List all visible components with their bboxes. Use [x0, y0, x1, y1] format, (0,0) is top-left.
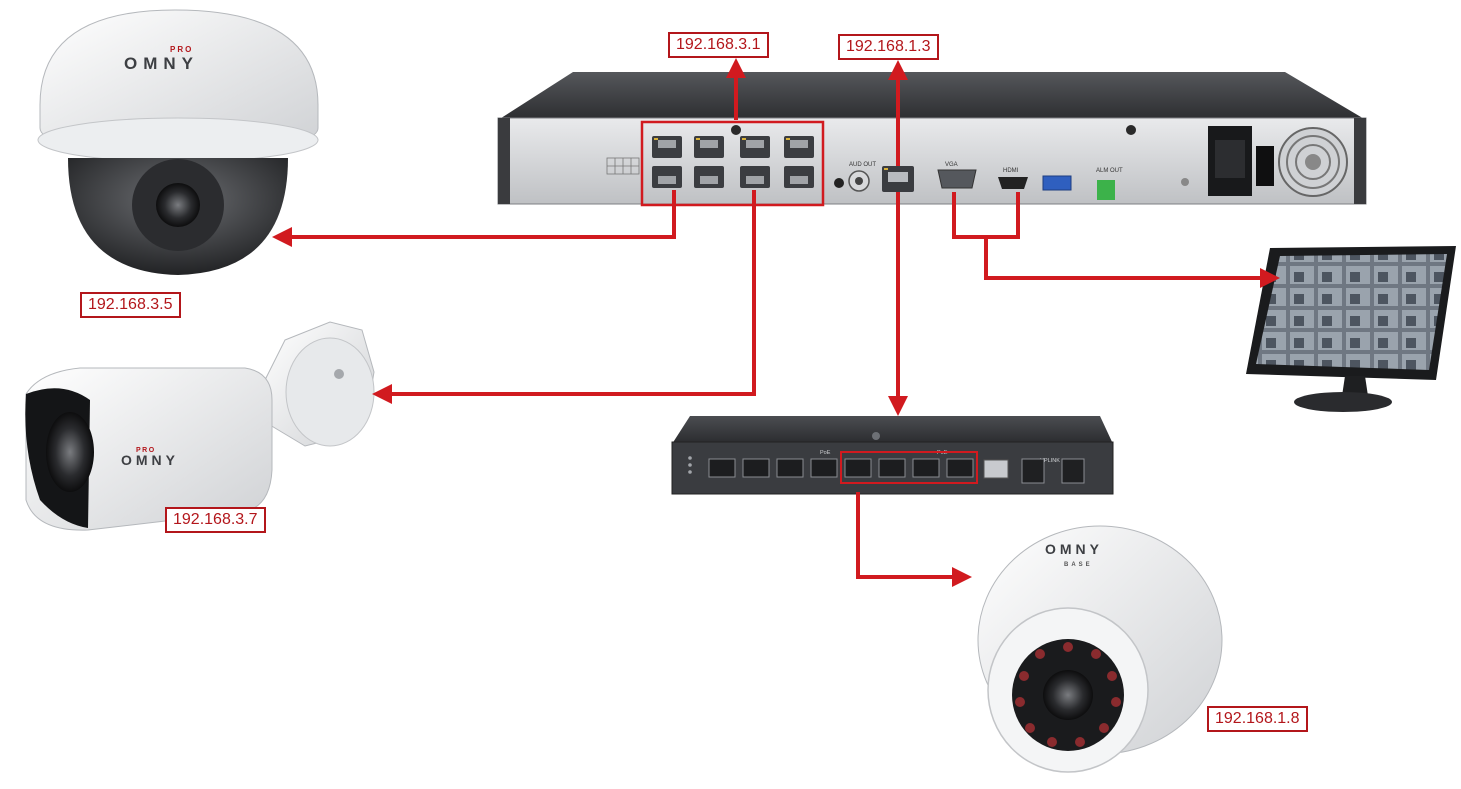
bullet-lens	[46, 412, 94, 492]
dome-brand-logo: OMNY	[124, 54, 199, 73]
alarm-out-terminal	[1097, 180, 1115, 200]
monitor-neck	[1342, 376, 1368, 396]
ip-label-dome-camera: 192.168.3.5	[80, 292, 181, 318]
poe-switch: PoE PoE UPLINK	[671, 416, 1114, 495]
turret-brand-sub: BASE	[1064, 562, 1093, 568]
bullet-brand-logo: OMNY	[121, 452, 179, 468]
link-switch-to-turret	[856, 492, 972, 587]
switch-port	[742, 458, 770, 478]
hdmi-label: HDMI	[1003, 168, 1019, 174]
nvr-recorder: AUD OUT VGA HDMI ALM OUT	[497, 72, 1367, 207]
switch-port	[912, 458, 940, 478]
ip-label-nvr-lan: 192.168.1.3	[838, 34, 939, 60]
audio-jack	[834, 178, 844, 188]
switch-port	[946, 458, 974, 478]
dome-lens	[156, 183, 200, 227]
switch-port	[844, 458, 872, 478]
switch-port	[810, 458, 838, 478]
ir-leds	[1015, 642, 1121, 747]
connections	[272, 58, 1280, 587]
dome-brand-sub: PRO	[170, 45, 193, 54]
nvr-poe-ports	[640, 120, 825, 207]
hdmi-port	[998, 177, 1028, 189]
bullet-brand-sub: PRO	[136, 447, 156, 454]
sfp-port	[1061, 458, 1085, 484]
poe-ports-highlight	[640, 120, 825, 207]
switch-uplink-label: UPLINK	[1040, 458, 1060, 464]
dome-camera-pro: OMNY PRO	[37, 9, 319, 275]
switch-poe-ports	[708, 451, 978, 484]
ground-screw	[1181, 178, 1189, 186]
vga-label: VGA	[945, 162, 958, 168]
turret-lens	[1043, 670, 1093, 720]
port-number-grid	[606, 157, 640, 175]
monitor	[1246, 246, 1456, 412]
link-nvr-to-bullet	[372, 190, 756, 404]
ip-label-turret-camera: 192.168.1.8	[1207, 706, 1308, 732]
ip-label-bullet-camera: 192.168.3.7	[165, 507, 266, 533]
turret-camera-base: OMNY BASE	[977, 525, 1223, 773]
usb-port	[1042, 175, 1072, 191]
monitor-stand	[1294, 392, 1392, 412]
switch-uplink-rj45	[983, 459, 1009, 479]
switch-ports-highlight	[840, 451, 978, 484]
audio-out-label: AUD OUT	[849, 162, 876, 168]
vga-port	[937, 169, 977, 189]
ip-label-nvr-poe: 192.168.3.1	[668, 32, 769, 58]
alarm-out-label: ALM OUT	[1096, 168, 1123, 174]
link-nvr-to-monitor	[984, 237, 1280, 288]
switch-poe-label-a: PoE	[820, 450, 831, 456]
switch-top-cover	[672, 416, 1113, 444]
switch-port	[776, 458, 804, 478]
monitor-screen	[1256, 254, 1447, 370]
nvr-top-cover	[498, 72, 1366, 120]
bullet-camera: OMNY PRO	[25, 321, 375, 531]
turret-brand-logo: OMNY	[1045, 541, 1103, 557]
link-nvr-to-dome	[272, 190, 676, 247]
sfp-port	[1021, 458, 1045, 484]
power-switch	[1256, 146, 1274, 186]
switch-port	[708, 458, 736, 478]
switch-port	[878, 458, 906, 478]
